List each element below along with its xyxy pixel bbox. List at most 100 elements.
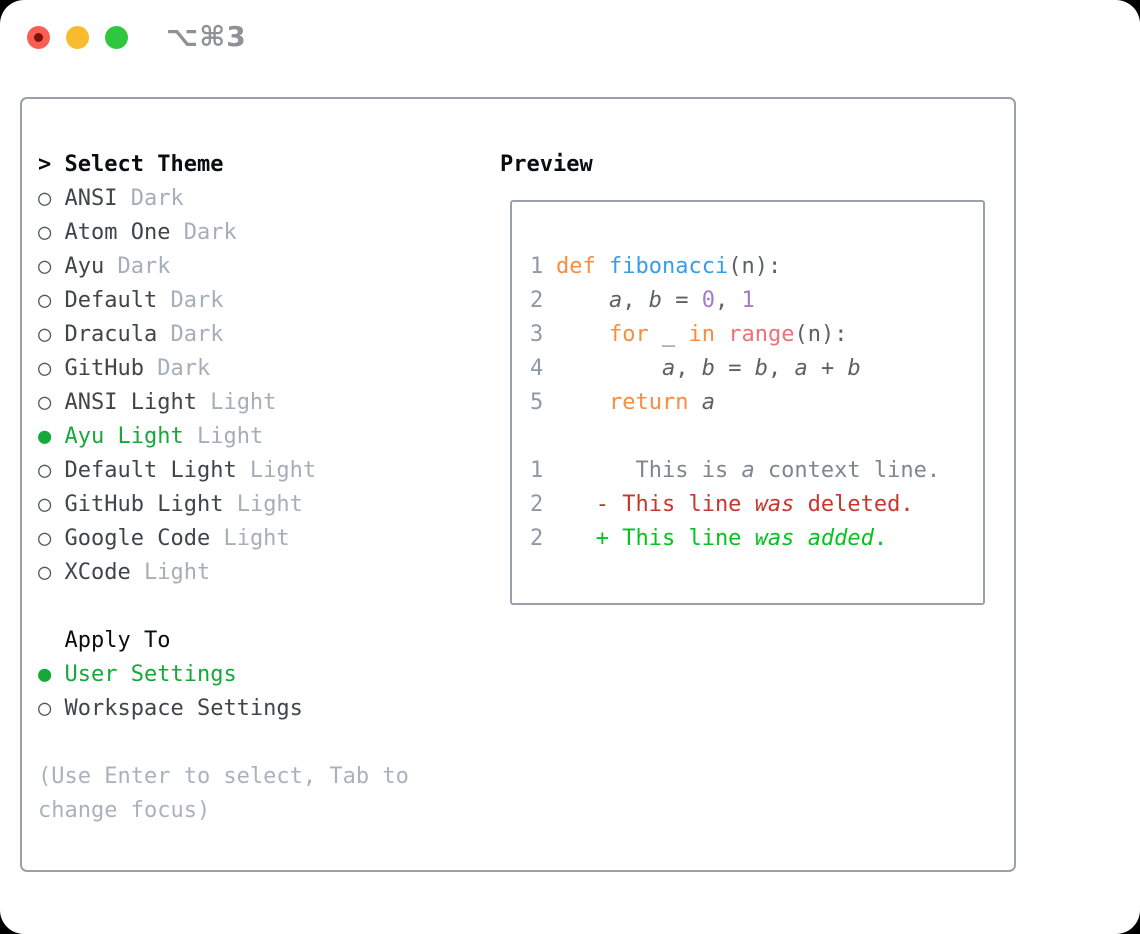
variant-label: Light xyxy=(183,424,264,449)
variant-label: Light xyxy=(196,390,277,415)
theme-option-github[interactable]: ○ GitHub Dark xyxy=(38,352,409,386)
theme-picker-panel: > Select Theme ○ ANSI Dark○ Atom One Dar… xyxy=(20,97,1016,872)
help-text-line-2: change focus) xyxy=(38,798,211,823)
variant-label: Light xyxy=(210,526,290,551)
selected-radio-icon: ● xyxy=(38,424,65,449)
line-number: 4 xyxy=(530,356,544,381)
theme-option-ayu[interactable]: ○ Ayu Dark xyxy=(38,250,409,284)
code-token: , xyxy=(714,288,742,313)
window-titlebar: ⌥⌘3 xyxy=(0,0,1140,72)
code-line: 2 - This line was deleted. xyxy=(530,488,940,522)
radio-icon: ○ xyxy=(38,186,65,211)
code-token: b xyxy=(847,356,861,381)
code-token: a xyxy=(741,458,755,483)
theme-option-xcode[interactable]: ○ XCode Light xyxy=(38,556,409,590)
code-token: context line. xyxy=(754,458,941,483)
code-token xyxy=(556,322,609,347)
line-number: 1 xyxy=(530,254,544,279)
code-token: was xyxy=(754,492,795,517)
help-text-line-1: (Use Enter to select, Tab to xyxy=(38,764,409,789)
code-token: , xyxy=(675,356,702,381)
selected-radio-icon: ● xyxy=(38,662,65,687)
theme-option-default-light[interactable]: ○ Default Light Light xyxy=(38,454,409,488)
close-button[interactable] xyxy=(27,26,50,49)
zoom-button[interactable] xyxy=(105,26,128,49)
code-token: This is xyxy=(556,458,742,483)
code-token: a xyxy=(661,356,676,381)
option-label: GitHub Light xyxy=(64,492,224,517)
theme-option-github-light[interactable]: ○ GitHub Light Light xyxy=(38,488,409,522)
code-token xyxy=(794,526,807,551)
line-number: 2 xyxy=(530,492,544,517)
radio-icon: ○ xyxy=(38,322,65,347)
code-line: 3 for _ in range(n): xyxy=(530,318,940,352)
code-token: added xyxy=(807,526,874,551)
option-label: ANSI xyxy=(64,186,118,211)
radio-icon: ○ xyxy=(38,458,65,483)
option-label: Default xyxy=(64,288,158,313)
code-token: a xyxy=(608,288,623,313)
code-token: 0 xyxy=(701,288,715,313)
focus-caret-icon: > xyxy=(38,152,65,177)
code-token xyxy=(556,288,609,313)
theme-option-ayu-light[interactable]: ● Ayu Light Light xyxy=(38,420,409,454)
code-line xyxy=(530,420,940,454)
spacer xyxy=(38,726,409,760)
code-token: return xyxy=(608,390,689,415)
code-token: = xyxy=(714,356,755,381)
radio-icon: ○ xyxy=(38,492,65,517)
line-number: 5 xyxy=(530,390,544,415)
option-label: Dracula xyxy=(64,322,158,347)
theme-option-google-code[interactable]: ○ Google Code Light xyxy=(38,522,409,556)
radio-icon: ○ xyxy=(38,390,65,415)
code-token: , xyxy=(622,288,649,313)
close-dot-icon xyxy=(34,33,43,42)
code-token: b xyxy=(648,288,662,313)
theme-option-ansi-light[interactable]: ○ ANSI Light Light xyxy=(38,386,409,420)
apply-option-workspace-settings[interactable]: ○ Workspace Settings xyxy=(38,692,409,726)
code-token: a xyxy=(794,356,808,381)
radio-icon: ○ xyxy=(38,220,65,245)
preview-header: Preview xyxy=(500,152,593,177)
window-shortcut-label: ⌥⌘3 xyxy=(166,20,247,53)
code-token xyxy=(556,356,662,381)
variant-label: Dark xyxy=(104,254,171,279)
code-token: b xyxy=(701,356,715,381)
radio-icon: ○ xyxy=(38,560,65,585)
theme-option-dracula[interactable]: ○ Dracula Dark xyxy=(38,318,409,352)
code-token: 1 xyxy=(741,288,755,313)
radio-icon: ○ xyxy=(38,254,65,279)
variant-label: Dark xyxy=(143,356,211,381)
option-label: Default Light xyxy=(64,458,237,483)
code-token: in xyxy=(688,322,715,347)
variant-label: Light xyxy=(236,458,317,483)
minimize-button[interactable] xyxy=(66,26,89,49)
theme-option-atom-one[interactable]: ○ Atom One Dark xyxy=(38,216,409,250)
theme-column: > Select Theme ○ ANSI Dark○ Atom One Dar… xyxy=(38,148,409,828)
line-number: 1 xyxy=(530,458,544,483)
radio-icon: ○ xyxy=(38,696,65,721)
variant-label: Dark xyxy=(157,288,224,313)
code-line: 4 a, b = b, a + b xyxy=(530,352,940,386)
code-token: b xyxy=(754,356,768,381)
apply-to-header: Apply To xyxy=(38,624,409,658)
option-label: GitHub xyxy=(64,356,144,381)
line-number: 3 xyxy=(530,322,544,347)
code-token: (n): xyxy=(794,322,848,347)
code-token xyxy=(715,322,728,347)
code-line: 2 + This line was added. xyxy=(530,522,940,556)
code-token xyxy=(688,390,701,415)
option-label: User Settings xyxy=(64,662,237,687)
code-token: was xyxy=(754,526,795,551)
theme-option-default[interactable]: ○ Default Dark xyxy=(38,284,409,318)
apply-option-user-settings[interactable]: ● User Settings xyxy=(38,658,409,692)
code-token: - This line xyxy=(556,492,755,517)
code-token: + This line xyxy=(556,526,755,551)
variant-label: Dark xyxy=(157,322,224,347)
variant-label: Dark xyxy=(170,220,237,245)
line-number: 2 xyxy=(530,526,544,551)
theme-option-ansi[interactable]: ○ ANSI Dark xyxy=(38,182,409,216)
variant-label: Light xyxy=(223,492,303,517)
